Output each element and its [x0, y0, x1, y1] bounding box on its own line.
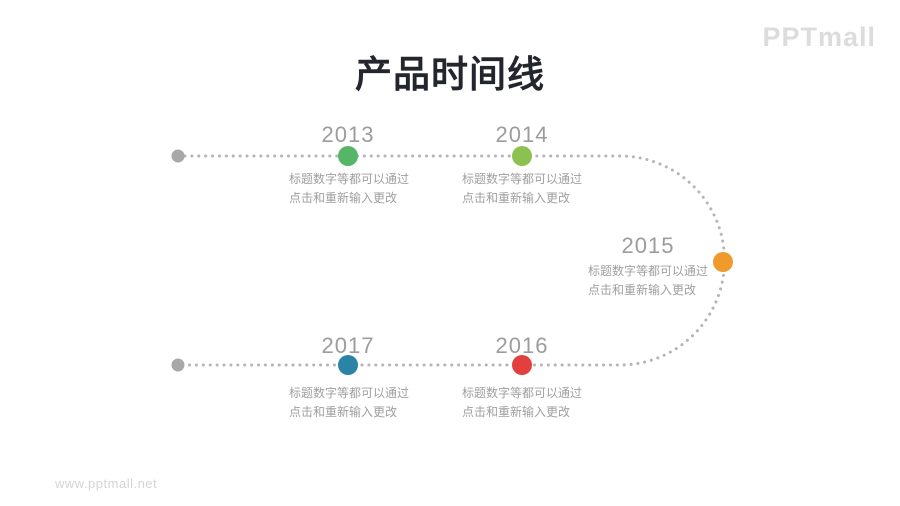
- milestone-description-line1: 标题数字等都可以通过: [462, 172, 583, 186]
- timeline-start-dot: [171, 149, 185, 163]
- milestone-description: 标题数字等都可以通过 点击和重新输入更改: [588, 262, 714, 300]
- milestone-description-line2: 点击和重新输入更改: [588, 283, 697, 297]
- watermark-url: www.pptmall.net: [55, 476, 158, 491]
- milestone-dot: [338, 355, 358, 375]
- milestone-description-line1: 标题数字等都可以通过: [462, 386, 583, 400]
- milestone-description: 标题数字等都可以通过 点击和重新输入更改: [462, 384, 588, 422]
- milestone-year: 2013: [321, 122, 375, 147]
- milestone-description-line1: 标题数字等都可以通过: [289, 386, 410, 400]
- milestone-description-line1: 标题数字等都可以通过: [588, 264, 709, 278]
- milestone-dot: [512, 355, 532, 375]
- milestone-description-line2: 点击和重新输入更改: [289, 405, 398, 419]
- milestone-description-line2: 点击和重新输入更改: [289, 191, 398, 205]
- milestone-dot: [338, 146, 358, 166]
- milestone-description-line2: 点击和重新输入更改: [462, 191, 571, 205]
- milestone-description-line2: 点击和重新输入更改: [462, 405, 571, 419]
- timeline-dotted-path: [176, 154, 726, 367]
- milestone-year: 2014: [495, 122, 549, 147]
- milestone-description-line1: 标题数字等都可以通过: [289, 172, 410, 186]
- page-title: 产品时间线: [355, 54, 545, 95]
- milestone-year: 2016: [495, 333, 549, 358]
- milestone-year: 2017: [321, 333, 375, 358]
- milestone-description: 标题数字等都可以通过 点击和重新输入更改: [462, 170, 588, 208]
- milestone-year: 2015: [621, 233, 675, 258]
- milestone-dot: [713, 252, 733, 272]
- milestone-dot: [512, 146, 532, 166]
- timeline-end-dot: [171, 358, 185, 372]
- milestone-description: 标题数字等都可以通过 点击和重新输入更改: [289, 384, 415, 422]
- pptmall-logo: PPTmall: [762, 22, 876, 52]
- milestone-description: 标题数字等都可以通过 点击和重新输入更改: [289, 170, 415, 208]
